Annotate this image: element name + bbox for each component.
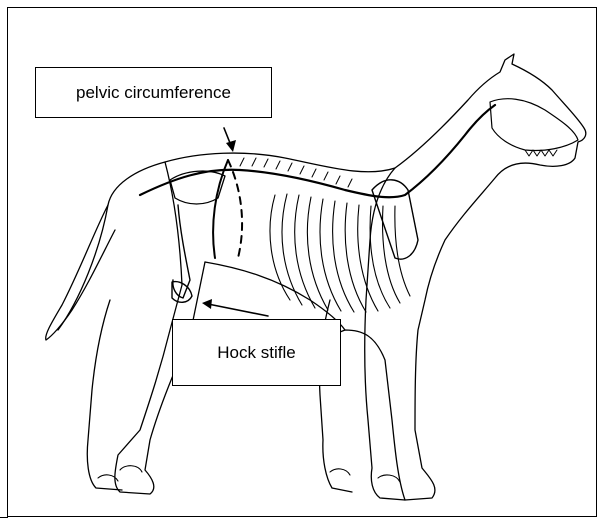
hock-stifle-label: Hock stifle [172,319,341,386]
hock-arrow-line [208,304,268,316]
hock-stifle-text: Hock stifle [217,343,295,363]
dog-spine [140,105,495,197]
hock-arrow-head [202,299,212,309]
ribcage [270,194,410,312]
paws [98,466,400,482]
pelvic-measure-solid [213,160,228,258]
skull [490,99,578,151]
pelvic-circumference-text: pelvic circumference [76,83,231,103]
pelvic-arrow-head [226,140,236,152]
pelvic-circumference-label: pelvic circumference [35,67,272,118]
pelvic-measure-dashed [228,160,242,258]
